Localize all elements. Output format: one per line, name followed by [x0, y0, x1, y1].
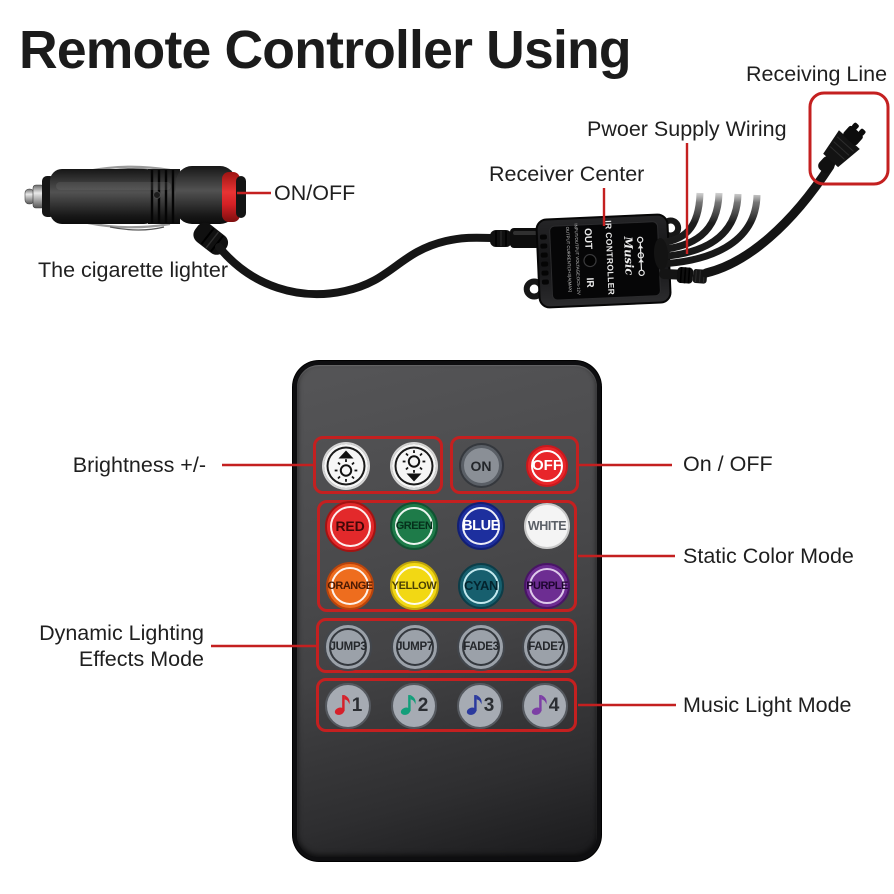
music-note-icon [334, 695, 350, 715]
label-brightness: Brightness +/- [72, 453, 206, 477]
cyan-button[interactable]: CYAN [458, 562, 504, 609]
group-outline-music [316, 678, 577, 732]
group-outline-on-off [450, 436, 579, 494]
blue-button[interactable]: BLUE [457, 502, 505, 550]
group-outline-static-color [317, 500, 577, 612]
music-note-icon [466, 695, 482, 715]
receiver-box: INPUT/OUTPUT VOLTAGE:DC5-12V OUTPUT CURR… [523, 213, 682, 309]
yellow-button[interactable]: YELLOW [389, 561, 439, 610]
power-cable [215, 233, 500, 299]
brightness-down-button[interactable] [392, 443, 436, 488]
label-plug-on-off: ON/OFF [274, 181, 356, 205]
fade3-button[interactable]: FADE3 [457, 622, 505, 671]
white-button[interactable]: WHITE [524, 503, 570, 549]
signal-diagram [636, 236, 645, 277]
receiver-spec-line2: OUTPUT CURRENT:(3+3)A(MAX) [565, 227, 573, 293]
receiver-out-label: OUT [582, 228, 594, 250]
label-receiving-line: Receiving Line [746, 62, 888, 86]
off-button[interactable]: OFF [526, 444, 568, 487]
dc-plug [490, 228, 540, 248]
receiver-brand-label: Music [621, 235, 637, 276]
label-receiver-center: Receiver Center [489, 162, 645, 186]
jump3-button[interactable]: JUMP3 [324, 622, 372, 671]
purple-button[interactable]: PURPLE [524, 562, 570, 609]
music-1-button[interactable]: 1 [325, 683, 371, 729]
receiver-ir-label: IR [584, 277, 595, 288]
label-remote-on-off: On / OFF [683, 452, 773, 476]
music-4-button[interactable]: 4 [522, 683, 568, 729]
receiving-connector [818, 122, 866, 174]
brightness-down-icon [402, 449, 426, 481]
receiver-spec-line1: INPUT/OUTPUT VOLTAGE:DC5-12V [573, 223, 581, 295]
label-dynamic-line2: Effects Mode [78, 647, 204, 671]
label-power-supply-wiring: Pwoer Supply Wiring [587, 117, 787, 141]
remote-control: ON OFF RED GREEN BLUE WHITE ORANGE YELLO… [293, 361, 601, 861]
cigarette-lighter-plug [24, 165, 246, 255]
label-static-color-mode: Static Color Mode [683, 544, 854, 568]
brightness-up-icon [334, 450, 358, 482]
green-button[interactable]: GREEN [390, 502, 438, 550]
page-title: Remote Controller Using [19, 21, 632, 80]
red-button[interactable]: RED [324, 500, 376, 552]
music-2-button[interactable]: 2 [391, 683, 437, 729]
output-wires [657, 192, 761, 268]
orange-button[interactable]: ORANGE [326, 561, 374, 610]
on-button[interactable]: ON [460, 445, 502, 486]
music-note-icon [531, 695, 547, 715]
label-music-light-mode: Music Light Mode [683, 693, 852, 717]
label-cigarette-lighter: The cigarette lighter [38, 258, 229, 282]
receiver-ir-controller-label: IR CONTROLLER [603, 220, 616, 295]
music-3-button[interactable]: 3 [457, 683, 503, 729]
label-dynamic-line1: Dynamic Lighting [39, 621, 204, 645]
jump7-button[interactable]: JUMP7 [390, 622, 439, 671]
fade7-button[interactable]: FADE7 [522, 622, 570, 671]
brightness-up-button[interactable] [324, 443, 368, 488]
music-note-icon [400, 695, 416, 715]
label-dynamic-effects-mode: Dynamic Lighting Effects Mode [0, 620, 204, 672]
